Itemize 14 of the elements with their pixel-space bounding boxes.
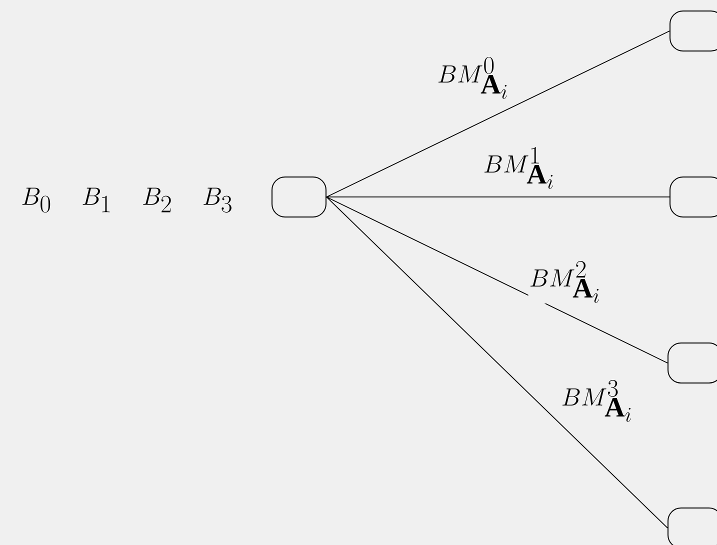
edge-label: $BM^{1}_{\mathbf{A}_i}$ (482, 146, 556, 190)
rounded-box (668, 342, 717, 384)
rounded-box (670, 10, 717, 52)
edge-label: $BM^{3}_{\mathbf{A}_i}$ (560, 379, 634, 423)
edge-label: $BM^{0}_{\mathbf{A}_i}$ (436, 56, 510, 100)
connector-line (326, 196, 668, 364)
connector-line (326, 196, 668, 528)
rounded-box (272, 176, 326, 218)
connector-line (326, 196, 670, 198)
math-label: $B_0\ \ \ B_1\ \ \ B_2\ \ \ B_3$ (22, 188, 232, 213)
connector-line (326, 30, 670, 198)
rounded-box (670, 176, 717, 218)
edge-label: $BM^{2}_{\mathbf{A}_i}$ (528, 260, 602, 304)
rounded-box (668, 507, 717, 545)
